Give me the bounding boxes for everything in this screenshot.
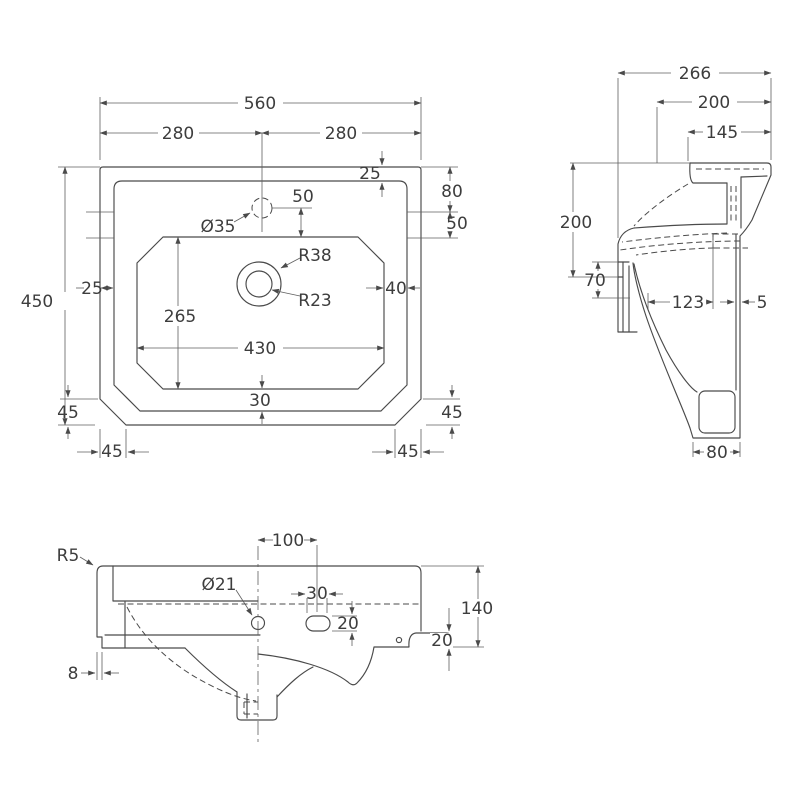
plan-view: 560 280 280 450 25 80 50 50 Ø35 <box>21 94 468 462</box>
dim-slot-height: 20 <box>337 614 359 634</box>
side-rim-band <box>617 223 728 333</box>
label-corner-radius: R5 <box>57 546 80 566</box>
dim-side-foot-depth: 80 <box>706 443 728 463</box>
dim-back-step: 80 <box>441 182 463 202</box>
label-tap-hole-dia: Ø35 <box>200 217 235 237</box>
front-bowl-silhouette <box>257 632 453 686</box>
dim-side-overall-depth: 266 <box>679 64 711 84</box>
side-section-view: 266 200 145 200 70 123 5 <box>560 64 772 463</box>
dim-rim-inset-left: 25 <box>81 279 103 299</box>
dim-rim-inset-top: 25 <box>359 164 381 184</box>
dim-total-width: 560 <box>244 94 276 114</box>
front-section-view: 100 R5 Ø21 30 20 140 20 8 <box>57 531 493 744</box>
dim-overall-depth: 450 <box>21 292 53 312</box>
plan-rim-outline <box>113 180 408 412</box>
dim-bowl-width: 430 <box>244 339 276 359</box>
dim-side-drain-offset: 123 <box>672 293 704 313</box>
dim-side-wall-gap: 5 <box>757 293 768 313</box>
dim-chamfer-right-h: 45 <box>397 442 419 462</box>
plan-bowl-outline <box>136 236 385 390</box>
dim-bowl-to-rim: 30 <box>249 391 271 411</box>
dim-bowl-inset-right: 40 <box>385 279 407 299</box>
dim-step-gap: 50 <box>446 214 468 234</box>
side-foot-inner <box>698 390 736 434</box>
label-overflow-dia: Ø21 <box>201 575 236 595</box>
dim-half-right: 280 <box>325 124 357 144</box>
dim-chamfer-left-h: 45 <box>101 442 123 462</box>
dim-side-front-lip: 70 <box>584 271 606 291</box>
dim-bowl-depth: 265 <box>164 307 196 327</box>
dim-foot-inset: 8 <box>68 664 79 684</box>
dim-ledge-height: 20 <box>431 631 453 651</box>
dim-side-ledge-depth: 145 <box>706 123 738 143</box>
plan-outer-outline <box>99 166 422 426</box>
waste-inner-circle <box>245 270 273 298</box>
fixing-slot <box>305 615 331 632</box>
dim-slot-width: 30 <box>306 584 328 604</box>
dim-side-deck-depth: 200 <box>698 93 730 113</box>
dim-chamfer-right-v: 45 <box>441 403 463 423</box>
fixing-hole <box>395 636 403 644</box>
dim-body-height: 140 <box>461 599 493 619</box>
dim-half-left: 280 <box>162 124 194 144</box>
waste-outer-circle <box>236 261 282 307</box>
side-silhouette <box>632 162 772 439</box>
dim-tap-to-bowl: 50 <box>292 187 314 207</box>
label-waste-inner: R23 <box>298 291 331 311</box>
label-waste-outer: R38 <box>298 246 331 266</box>
dim-chamfer-left-v: 45 <box>57 403 79 423</box>
front-outline <box>96 565 422 632</box>
dim-front-slot-offset: 100 <box>272 531 304 551</box>
dim-side-rim-height: 200 <box>560 213 592 233</box>
drain-boss <box>236 691 278 721</box>
bowl-hidden-curve <box>126 606 257 702</box>
